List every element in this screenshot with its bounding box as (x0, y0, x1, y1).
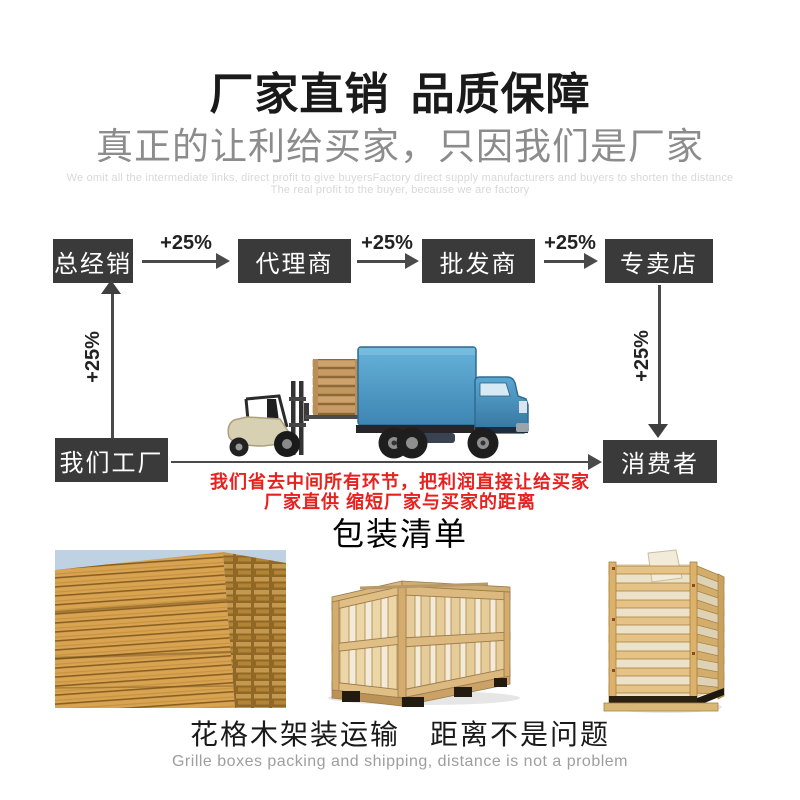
truck-forklift-illustration (227, 346, 529, 459)
node-factory: 我们工厂 (55, 438, 168, 482)
box-truck-icon (356, 346, 529, 459)
lumber-stack-photo (55, 550, 286, 708)
lattice-crate-photo-medium (328, 580, 520, 707)
packing-title: 包装清单 (331, 516, 468, 552)
markup-label-right: +25% (631, 330, 653, 382)
node-wholesaler: 批发商 (422, 239, 535, 283)
subtitle: 真正的让利给买家，只因我们是厂家 (96, 126, 704, 167)
node-distributor: 总经销 (53, 239, 133, 283)
main-title: 厂家直销 品质保障 (209, 70, 591, 119)
node-agent: 代理商 (238, 239, 351, 283)
forklift-icon (227, 381, 359, 457)
watermark-en-line1: We omit all the intermediate links, dire… (66, 172, 734, 184)
red-note-line2: 厂家直供 缩短厂家与买家的距离 (264, 492, 536, 512)
markup-label-left: +25% (82, 331, 104, 383)
crate-on-forks-icon (312, 359, 361, 415)
markup-label-2: +25% (361, 232, 413, 254)
watermark-en-line2: The real profit to the buyer, because we… (270, 184, 530, 196)
markup-label-3: +25% (544, 232, 596, 254)
node-store: 专卖店 (605, 239, 713, 283)
node-consumer: 消费者 (603, 440, 717, 483)
packing-caption-en: Grille boxes packing and shipping, dista… (171, 753, 629, 770)
packing-caption: 花格木架装运输 距离不是问题 (189, 719, 610, 750)
lattice-crate-photo-tall (603, 549, 725, 713)
red-note-line1: 我们省去中间所有环节，把利润直接让给买家 (210, 472, 590, 492)
markup-label-1: +25% (160, 232, 212, 254)
